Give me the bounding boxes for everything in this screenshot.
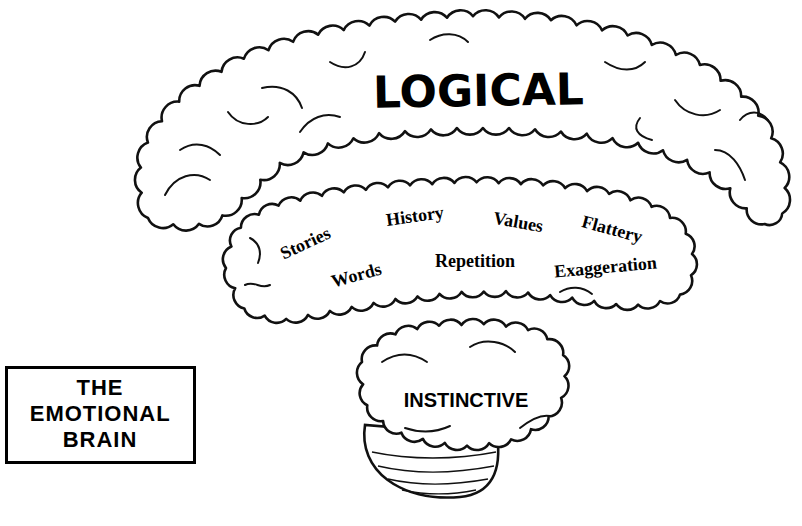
brain-fold [520,416,550,428]
brain-fold [382,355,427,363]
persuasion-word: Repetition [433,251,517,272]
brain-outline-path [223,177,697,323]
title-text: THE EMOTIONAL BRAIN [30,375,171,453]
region-label: LOGICAL [370,63,586,118]
brain-fold [330,52,365,67]
brain-fold [228,112,268,124]
stem-hatching [402,490,476,494]
stem-hatching [388,479,488,484]
brain-fold [262,87,302,108]
brain-fold [250,238,260,263]
stem-hatching [372,452,496,458]
brain-fold [715,150,745,180]
brain-fold [245,284,270,287]
brain-fold [560,288,592,294]
emotional-brain-band: StoriesHistoryValuesFlatteryWordsRepetit… [210,168,710,336]
brain-fold [605,62,645,70]
brain-fold [405,426,450,432]
brain-fold [470,342,515,352]
instinctive-brain-stem: INSTINCTIVE [345,312,580,510]
brain-fold [636,118,652,140]
stem-hatching [378,466,494,472]
region-label: INSTINCTIVE [402,389,530,412]
brain-fold [180,145,220,155]
brain-outline-path [357,319,569,450]
title-box: THE EMOTIONAL BRAIN [5,366,196,464]
brain-fold [165,175,210,195]
brain-fold [740,113,768,121]
brain-fold [430,34,468,42]
brain-fold [675,100,720,115]
brain-fold [300,115,340,132]
